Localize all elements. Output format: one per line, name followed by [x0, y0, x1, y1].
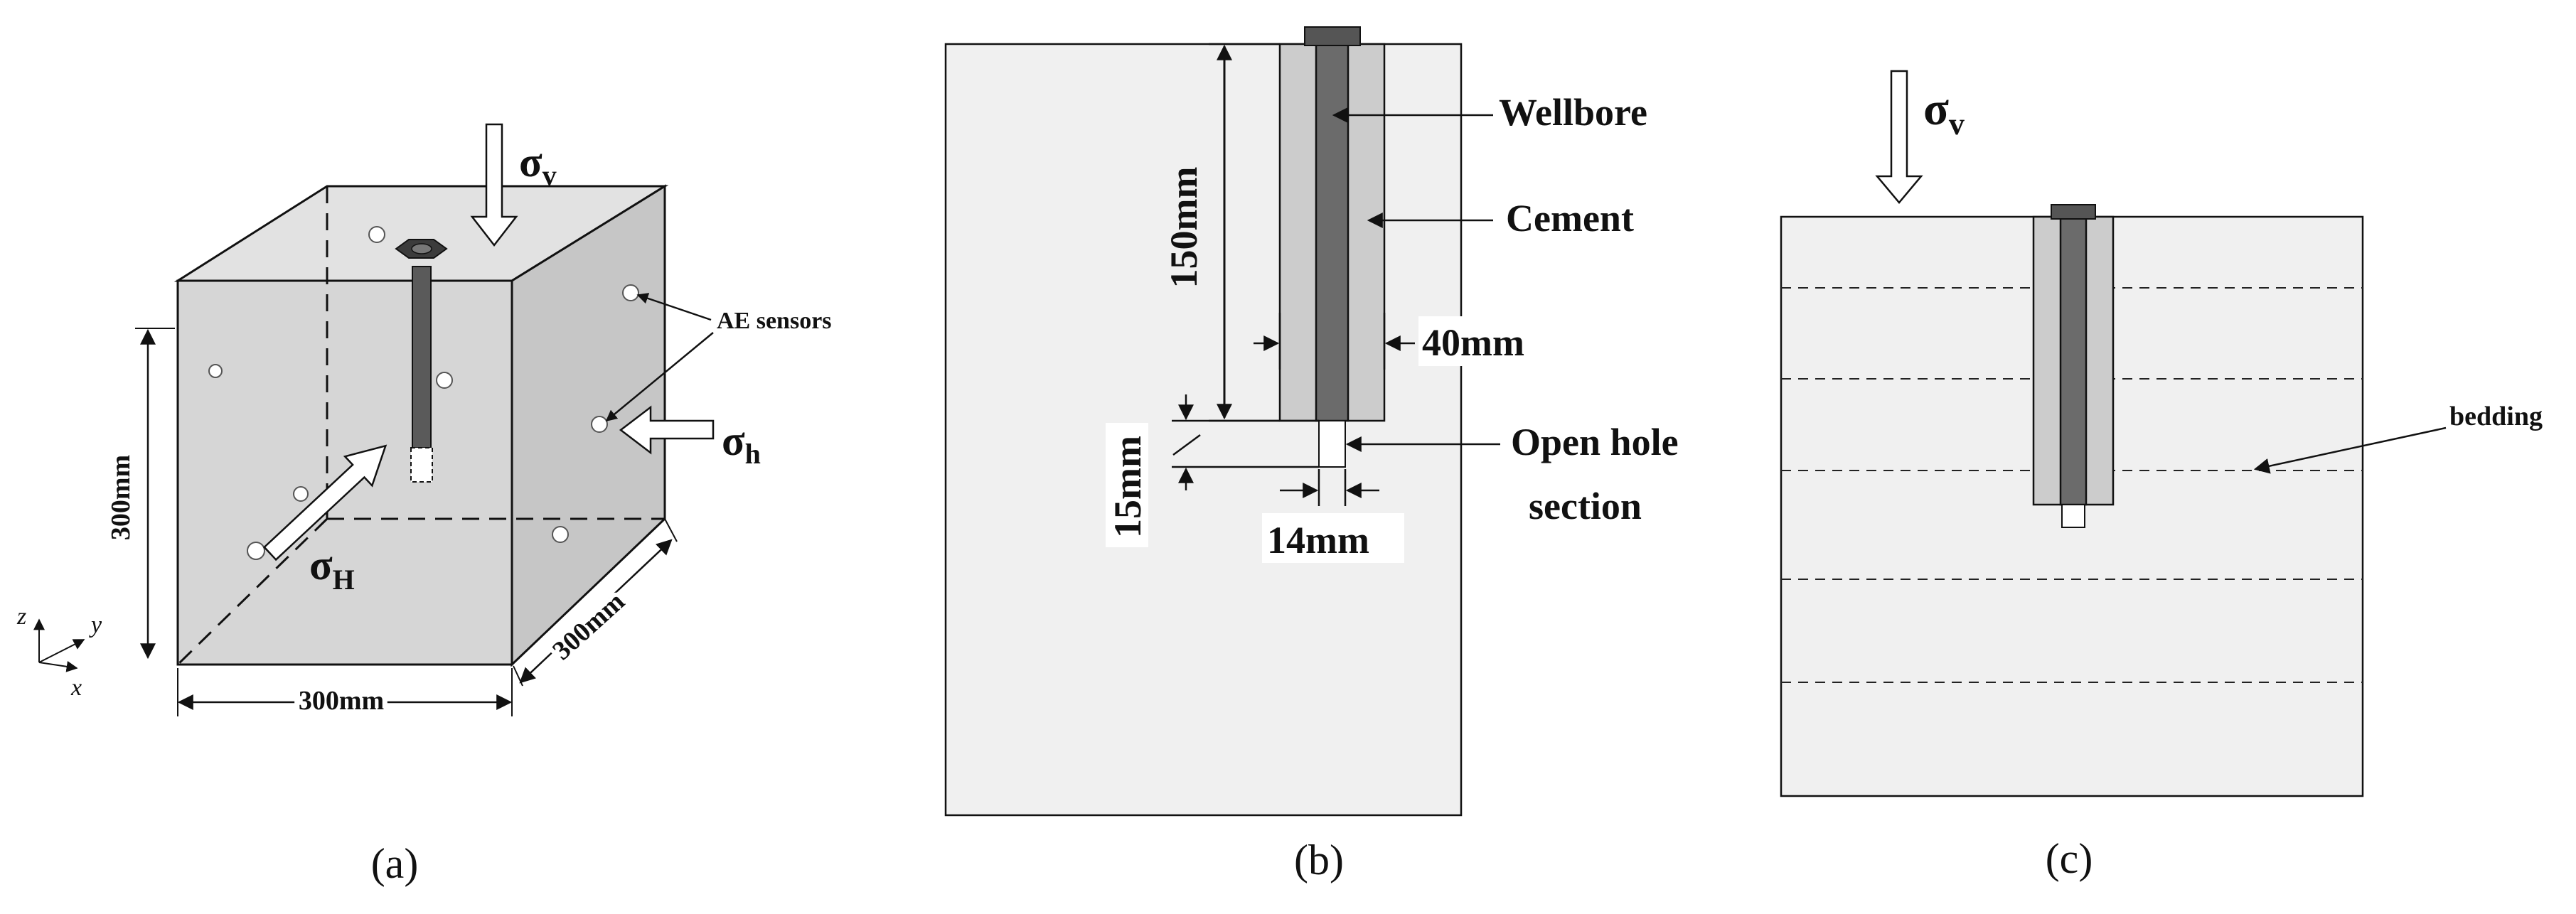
dim-150-label: 150mm [1163, 167, 1205, 289]
dim-15-slash [1172, 434, 1201, 456]
sigma-H-arrow-group [262, 444, 388, 561]
ae-sensor [247, 542, 265, 560]
caption-b: (b) [1294, 837, 1344, 883]
caption-a: (a) [371, 840, 419, 887]
sigma-h-arrow [619, 405, 715, 455]
ae-sensor [622, 284, 639, 301]
ae-sensor [368, 226, 385, 243]
sigma-v-arrow [470, 123, 518, 247]
axis-y-label: y [89, 612, 102, 638]
ae-sensor [293, 486, 309, 502]
panel-c-sigma-v-arrow [1875, 70, 1923, 204]
ae-sensor [208, 364, 223, 378]
open-hole-label-line1: Open hole [1511, 421, 1679, 463]
sigma-H-symbol: σ [309, 542, 333, 588]
sigma-H-label: σH [309, 542, 355, 596]
panel-c-sigma-v-symbol: σ [1923, 83, 1949, 135]
cube-wellbore [412, 266, 432, 448]
sigma-v-label: σv [519, 139, 557, 191]
axis-x-line [38, 660, 78, 672]
axis-x-label: x [70, 674, 82, 701]
cube-open-hole [410, 447, 433, 483]
sigma-h-subscript: h [745, 438, 761, 470]
sigma-H-arrow [262, 444, 388, 561]
caption-c: (c) [2046, 835, 2093, 882]
panel-c-open-hole [2061, 504, 2085, 528]
ae-sensor [436, 372, 453, 389]
dim-14-label-bg [1262, 513, 1404, 563]
cement-label: Cement [1506, 197, 1634, 240]
dim-40-label-bg [1418, 316, 1555, 366]
panel-c-sigma-v-label: σv [1923, 83, 1965, 141]
sigma-h-symbol: σ [722, 417, 745, 464]
panel-b: 150mm Wellbore Cement 40mm 15mm 14mm [944, 26, 1710, 883]
wellbore-label-bg [1493, 85, 1696, 132]
bedding-leader [2253, 426, 2447, 474]
wellbore-label: Wellbore [1499, 91, 1647, 134]
ae-sensor [552, 526, 569, 543]
dim-15-label-bg [1106, 423, 1148, 547]
sigma-H-subscript: H [333, 564, 355, 596]
sigma-v-subscript: v [543, 159, 557, 191]
dim-14-label: 14mm [1267, 519, 1369, 561]
ae-sensor [591, 416, 608, 433]
hidden-edge-diagonal [176, 517, 328, 666]
open-hole-label-line2: section [1529, 485, 1642, 527]
dim-height-label: 300mm [106, 455, 136, 540]
panel-a: AE sensors σv σh σH 300mm 300mm 300mm z … [16, 123, 832, 887]
hex-nut-top-icon [411, 243, 432, 254]
open-hole-section [1318, 420, 1346, 468]
open-hole-label-bg [1504, 412, 1710, 533]
ae-sensors-leader [605, 332, 714, 422]
panel-c-sigma-v-subscript: v [1949, 107, 1965, 141]
ae-sensors-leader [636, 293, 712, 321]
panel-c: σv bedding (c) [1780, 70, 2543, 882]
dim-depth-line [519, 539, 673, 684]
dim-40-label: 40mm [1422, 321, 1524, 364]
bedding-label: bedding [2449, 402, 2543, 431]
axis-y-line [38, 639, 85, 663]
panel-c-wellbore [2059, 215, 2088, 506]
dim-width-label: 300mm [299, 686, 384, 716]
cement-label-bg [1500, 190, 1682, 237]
sigma-v-symbol: σ [519, 139, 543, 186]
sigma-h-label: σh [722, 417, 761, 470]
dim-depth-tick [664, 518, 678, 542]
axis-z-label: z [16, 603, 26, 630]
wellbore-cap [1304, 26, 1361, 46]
ae-sensors-label: AE sensors [717, 308, 832, 334]
dim-depth-tick [513, 665, 523, 687]
panel-c-cap [2051, 204, 2096, 220]
dim-15-label: 15mm [1106, 436, 1149, 538]
wellbore-tube [1315, 43, 1350, 422]
